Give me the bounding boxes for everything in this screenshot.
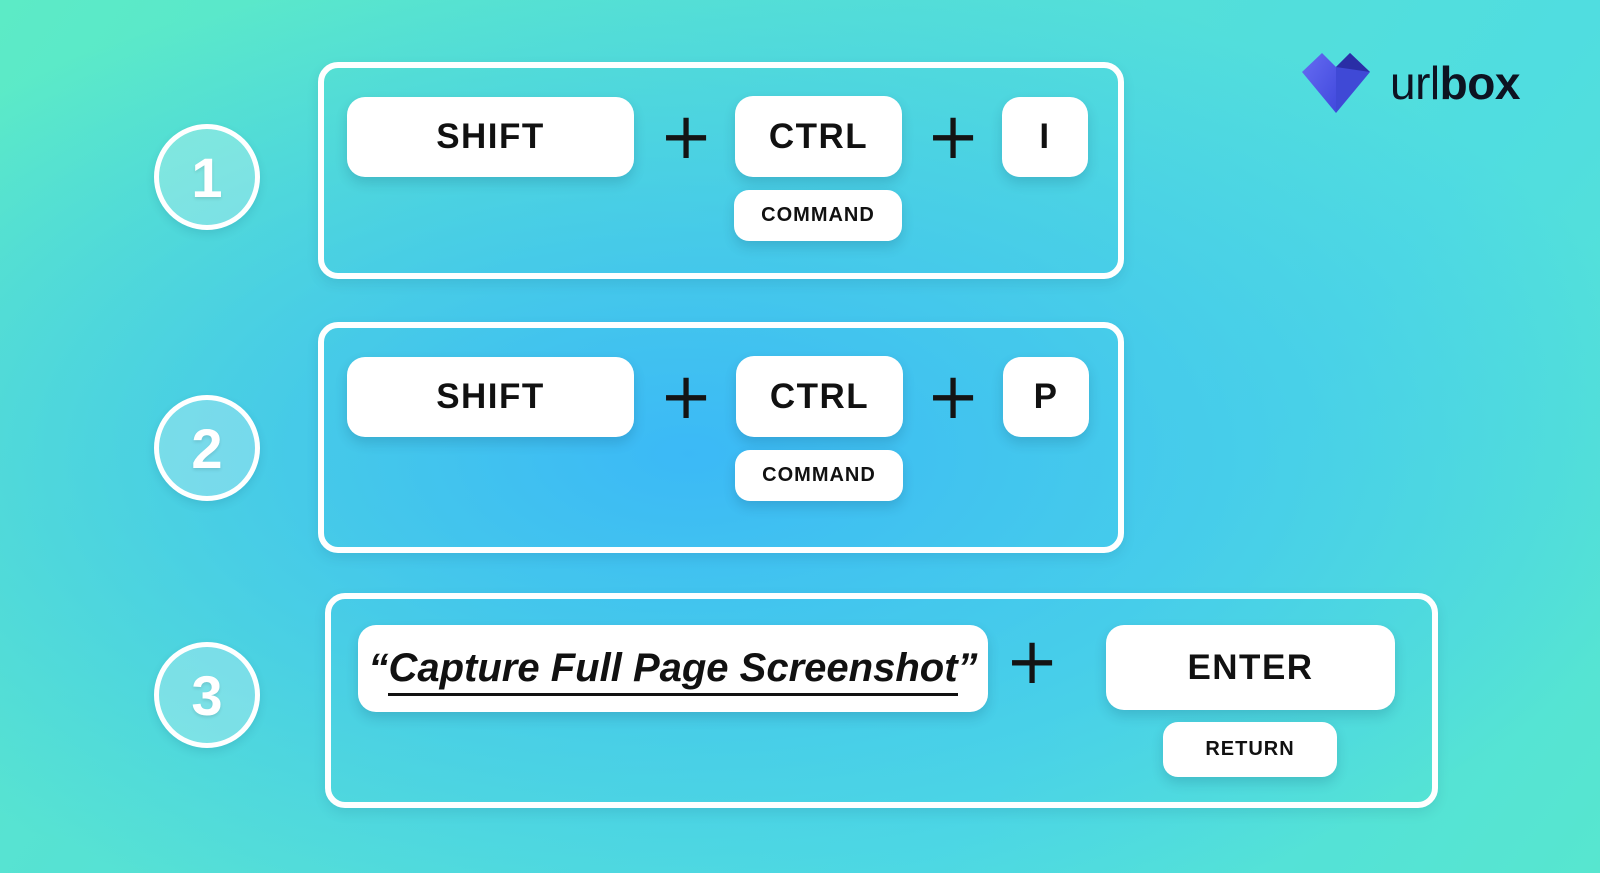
letter-p-key: P [1003, 357, 1089, 437]
ctrl-key-label: CTRL [768, 116, 869, 156]
return-key: RETURN [1163, 722, 1337, 777]
step-3-panel: “Capture Full Page Screenshot” + ENTER R… [325, 593, 1438, 808]
command-key-label: COMMAND [762, 464, 876, 486]
ctrl-key: CTRL [735, 96, 902, 177]
enter-key: ENTER [1106, 625, 1395, 710]
letter-i-key-label: I [1039, 117, 1051, 156]
shift-key-label: SHIFT [436, 377, 545, 416]
shift-key: SHIFT [347, 357, 634, 437]
step-2-panel: SHIFT + CTRL COMMAND + P [318, 322, 1124, 553]
step-3-number-badge: 3 [154, 642, 260, 748]
command-key: COMMAND [734, 190, 902, 241]
enter-key-label: ENTER [1187, 647, 1314, 687]
step-2-number: 2 [191, 416, 223, 480]
plus-icon: + [659, 100, 713, 174]
ctrl-key: CTRL [736, 356, 903, 437]
brand-name-bold: box [1439, 57, 1521, 109]
plus-icon: + [926, 360, 980, 434]
letter-i-key: I [1002, 97, 1088, 177]
command-key-label: COMMAND [761, 204, 875, 226]
ctrl-key-label: CTRL [769, 376, 870, 416]
shift-key: SHIFT [347, 97, 634, 177]
step-1-number: 1 [191, 145, 223, 209]
plus-icon: + [926, 100, 980, 174]
step-1-panel: SHIFT + CTRL COMMAND + I [318, 62, 1124, 279]
step-3-number: 3 [191, 663, 223, 727]
letter-p-key-label: P [1033, 377, 1059, 416]
command-phrase-key: “Capture Full Page Screenshot” [358, 625, 988, 712]
brand-name-regular: url [1390, 57, 1440, 109]
plus-icon: + [659, 360, 713, 434]
brand-wordmark: urlbox [1390, 51, 1520, 115]
open-quote: “ [368, 646, 389, 690]
plus-icon: + [1005, 625, 1059, 699]
urlbox-gem-icon [1302, 53, 1370, 113]
close-quote: ” [957, 646, 978, 690]
command-phrase: “Capture Full Page Screenshot” [368, 646, 978, 696]
command-key: COMMAND [735, 450, 903, 501]
step-2-number-badge: 2 [154, 395, 260, 501]
step-1-number-badge: 1 [154, 124, 260, 230]
shift-key-label: SHIFT [436, 117, 545, 156]
return-key-label: RETURN [1205, 738, 1295, 760]
urlbox-logo: urlbox [1298, 50, 1520, 116]
phrase-text: Capture Full Page Screenshot [388, 646, 958, 696]
